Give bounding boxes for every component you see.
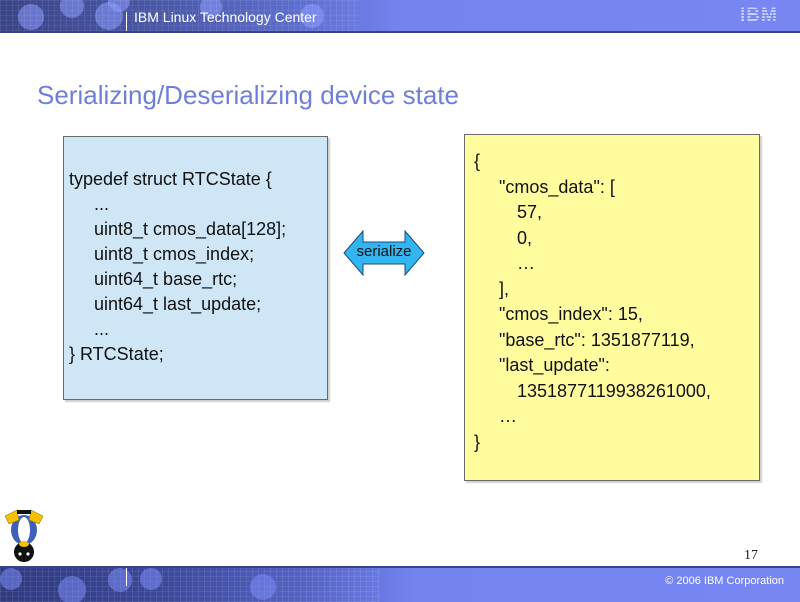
tux-mascot-icon (4, 509, 44, 562)
page-number: 17 (744, 548, 758, 563)
header-title: IBM Linux Technology Center (134, 9, 317, 25)
ibm-logo-stripes (740, 5, 782, 25)
json-line: "base_rtc": 1351877119, (499, 329, 695, 350)
serialize-label: serialize (356, 243, 412, 260)
code-line: uint64_t last_update; (94, 294, 262, 314)
header-grid-texture (0, 0, 360, 31)
json-line: … (499, 406, 517, 426)
header-decoration (0, 0, 360, 31)
json-line: } (474, 431, 481, 452)
struct-code: typedef struct RTCState { ... uint8_t cm… (69, 167, 286, 367)
json-output-box: { "cmos_data": [ 57, 0, … ], "cmos_index… (464, 134, 760, 481)
copyright-text: © 2006 IBM Corporation (665, 575, 784, 587)
header-divider (126, 12, 127, 31)
code-line: ... (94, 194, 110, 214)
json-line: … (517, 253, 535, 273)
json-line: { (474, 151, 481, 171)
json-line: 57, (517, 202, 543, 222)
struct-code-box: typedef struct RTCState { ... uint8_t cm… (63, 136, 328, 400)
code-line: ... (94, 319, 110, 339)
double-headed-arrow-icon (343, 230, 425, 276)
footer-divider (126, 568, 127, 586)
code-line: uint8_t cmos_data[128]; (94, 219, 287, 239)
json-line: "last_update": (499, 355, 610, 375)
json-code: { "cmos_data": [ 57, 0, … ], "cmos_index… (474, 149, 711, 455)
code-line: uint8_t cmos_index; (94, 244, 255, 264)
json-line: "cmos_data": [ (499, 176, 615, 197)
json-line: ], (499, 278, 510, 299)
footer-grid-texture (0, 568, 380, 602)
header-band: IBM Linux Technology Center IBM (0, 0, 800, 33)
json-line: 0, (517, 227, 533, 248)
slide-title: Serializing/Deserializing device state (37, 80, 459, 110)
footer-band: © 2006 IBM Corporation (0, 566, 800, 602)
code-line: uint64_t base_rtc; (94, 269, 238, 289)
json-line: "cmos_index": 15, (499, 304, 643, 324)
json-line: 1351877119938261000, (517, 380, 711, 401)
code-line: typedef struct RTCState { (69, 169, 272, 189)
ibm-logo: IBM (740, 5, 782, 26)
code-line: } RTCState; (69, 344, 164, 364)
